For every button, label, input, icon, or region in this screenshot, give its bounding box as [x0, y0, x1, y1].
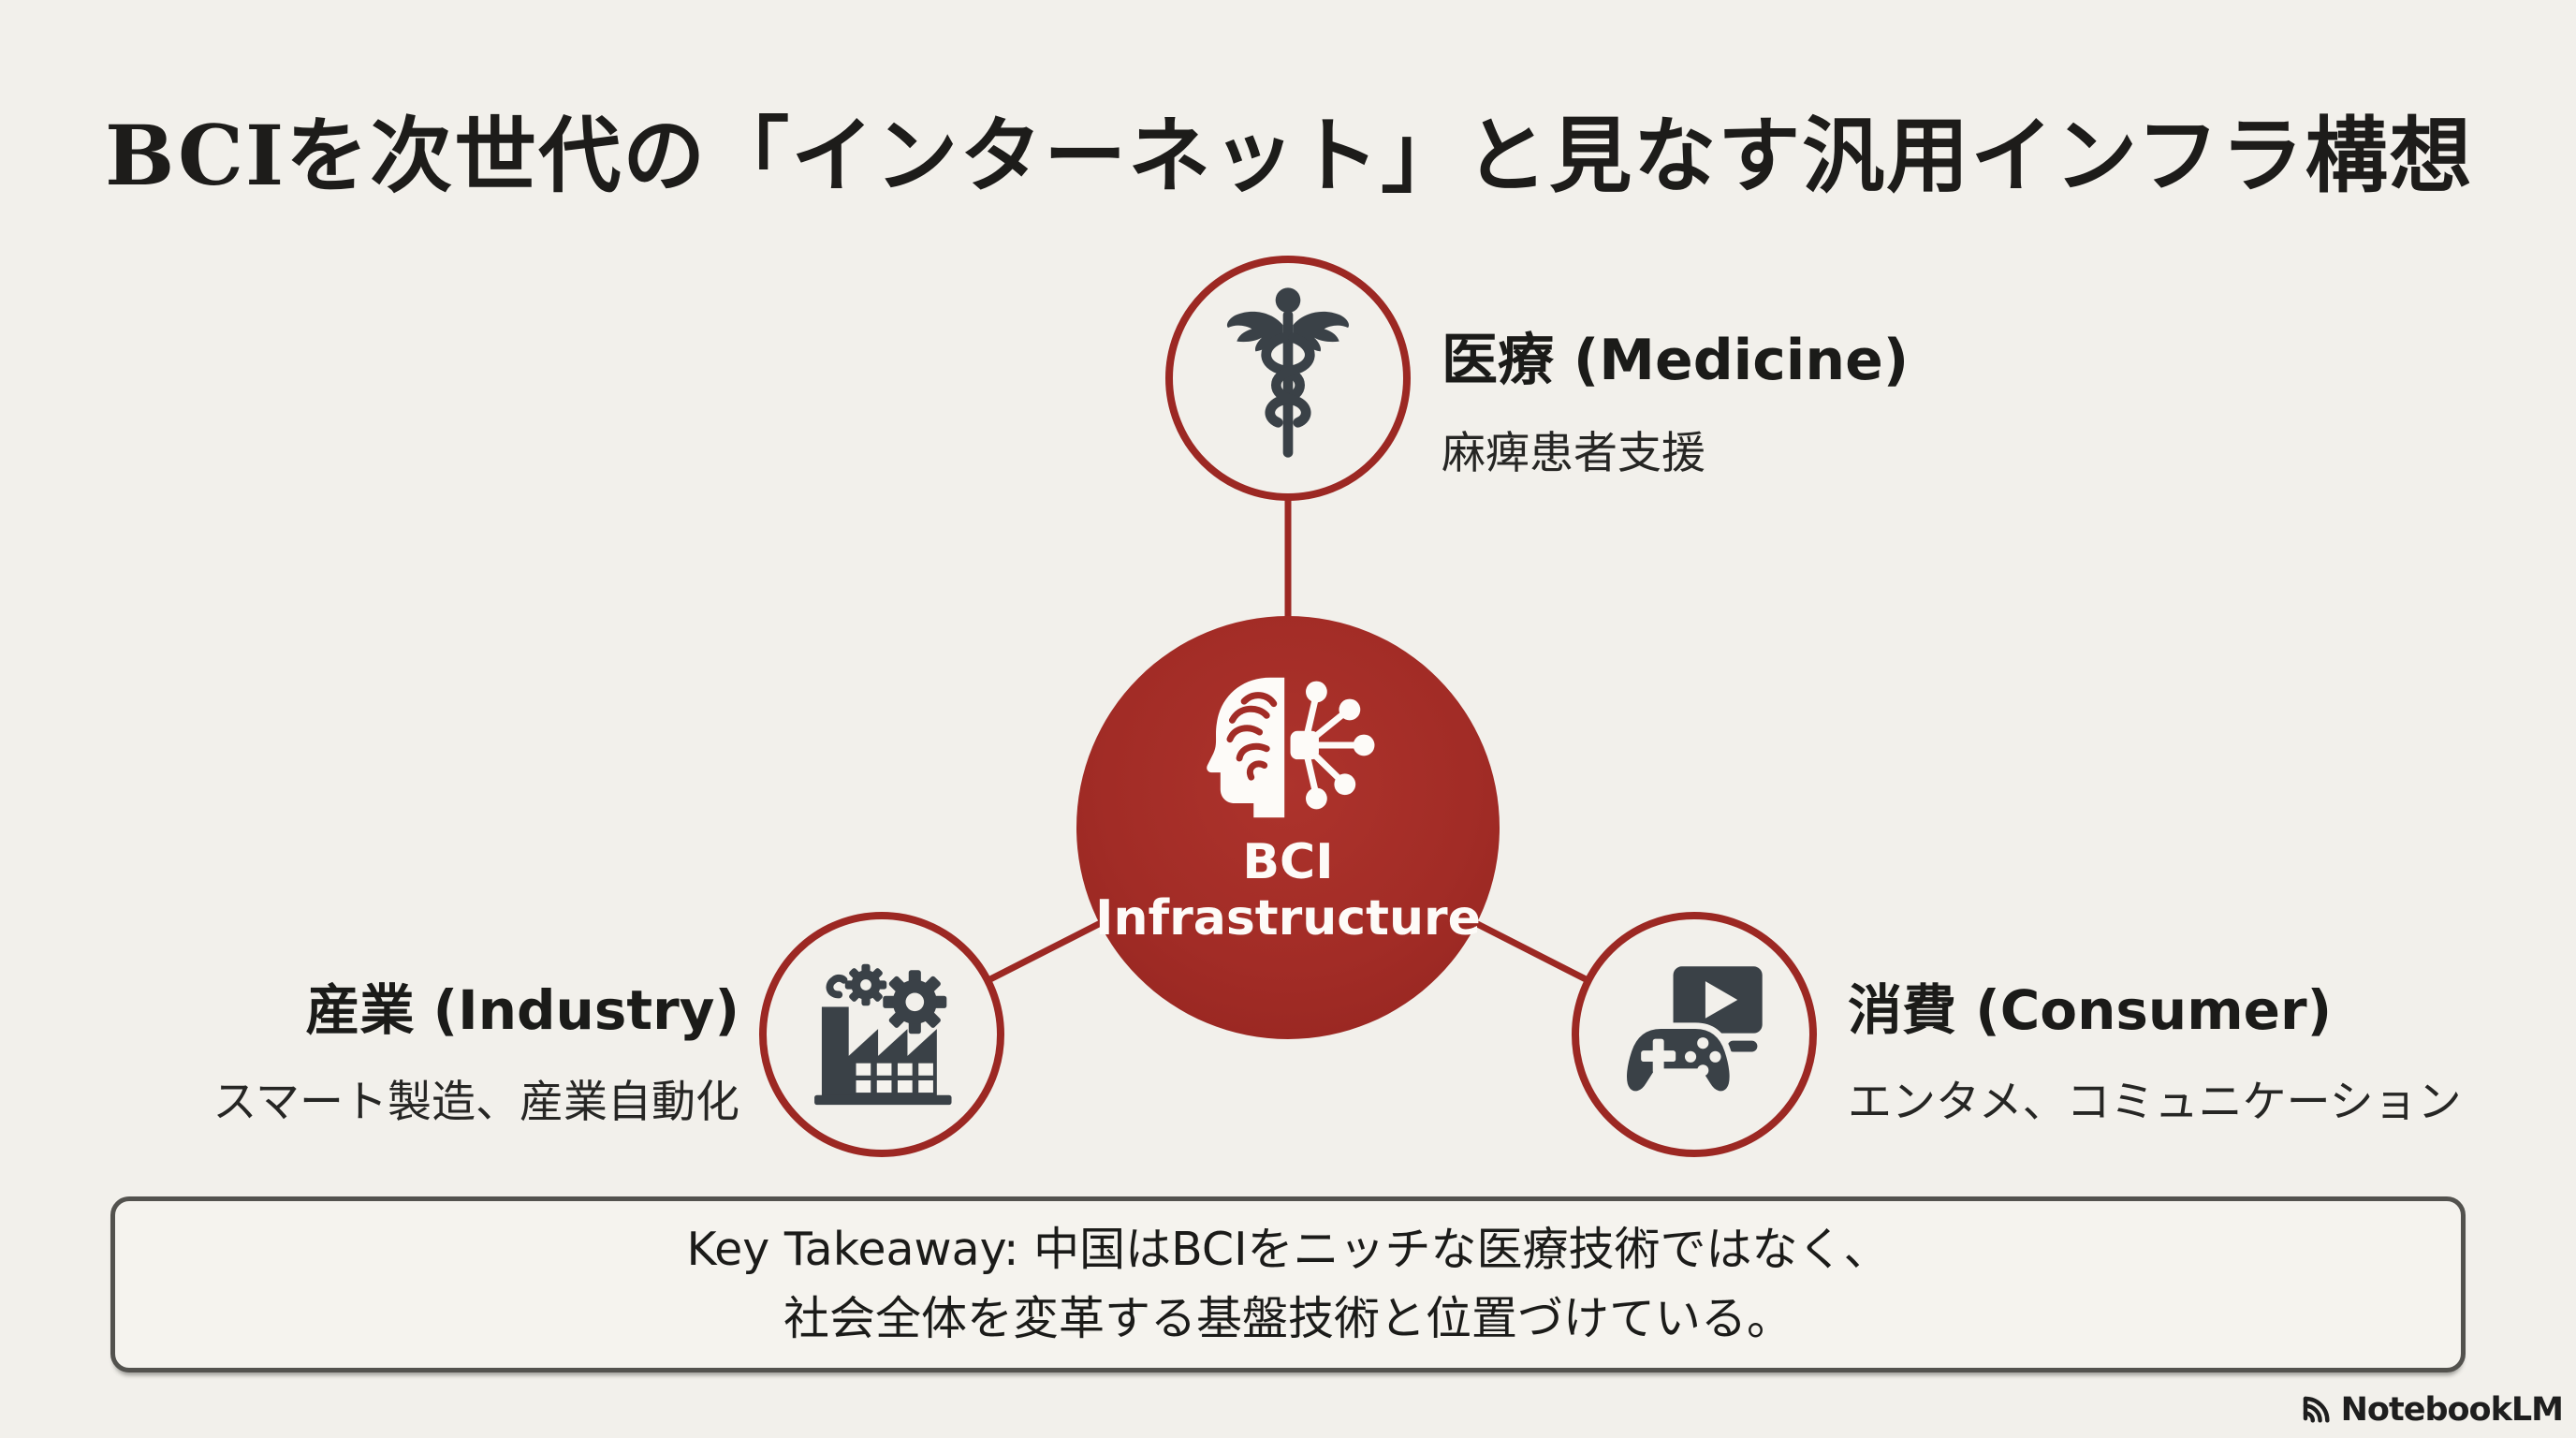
- industry-label-block: 産業 (Industry) スマート製造、産業自動化: [178, 966, 739, 1130]
- industry-node-circle: [759, 912, 1004, 1157]
- medicine-node-circle: [1165, 256, 1411, 501]
- notebooklm-logo-icon: [2296, 1389, 2334, 1431]
- brain-network-icon: [1199, 670, 1377, 829]
- consumer-label-block: 消費 (Consumer) エンタメ、コミュニケーション: [1848, 966, 2462, 1130]
- slide-title: BCIを次世代の「インターネット」と見なす汎用インフラ構想: [105, 107, 2474, 204]
- takeaway-line2: 社会全体を変革する基盤技術と位置づけている。: [783, 1292, 1793, 1345]
- bci-hub-circle: BCI Infrastructure: [1076, 616, 1500, 1039]
- industry-sublabel: スマート製造、産業自動化: [212, 1077, 739, 1128]
- notebooklm-logo-text: NotebookLM: [2340, 1391, 2564, 1429]
- factory-gears-icon: [802, 953, 961, 1116]
- medicine-label-block: 医療 (Medicine) 麻痺患者支援: [1442, 315, 1909, 481]
- caduceus-icon: [1213, 283, 1363, 474]
- consumer-sublabel: エンタメ、コミュニケーション: [1848, 1077, 2462, 1128]
- industry-label: 産業 (Industry): [305, 978, 739, 1042]
- takeaway-line1: Key Takeaway: 中国はBCIをニッチな医療技術ではなく、: [686, 1223, 1890, 1276]
- consumer-label: 消費 (Consumer): [1848, 978, 2333, 1042]
- notebooklm-brandmark: NotebookLM: [2296, 1389, 2564, 1431]
- key-takeaway-box: Key Takeaway: 中国はBCIをニッチな医療技術ではなく、 社会全体を…: [110, 1196, 2466, 1372]
- hub-label-line1: BCI: [1242, 834, 1334, 890]
- consumer-node-circle: [1572, 912, 1817, 1157]
- hub-label-line2: Infrastructure: [1095, 890, 1481, 946]
- medicine-label: 医療 (Medicine): [1442, 328, 1910, 393]
- medicine-sublabel: 麻痺患者支援: [1442, 428, 1705, 479]
- gamepad-media-icon: [1614, 961, 1775, 1108]
